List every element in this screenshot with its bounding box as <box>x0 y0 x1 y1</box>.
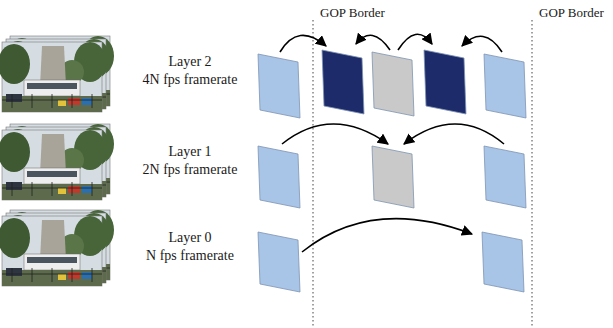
framerate-label: 4N fps framerate <box>143 72 238 88</box>
video-thumbnail-stack <box>0 36 114 112</box>
frame <box>372 146 414 208</box>
gop-border-label: GOP Border <box>320 6 385 21</box>
prediction-arrow <box>282 124 388 144</box>
frame <box>484 146 526 208</box>
video-thumbnail-stack <box>0 210 114 286</box>
prediction-arrow <box>280 35 326 52</box>
gop-border-line <box>313 20 314 328</box>
prediction-arrow <box>356 35 390 50</box>
prediction-arrow <box>302 219 472 252</box>
framerate-label: N fps framerate <box>146 248 234 264</box>
frame <box>484 54 526 118</box>
frame <box>482 232 524 292</box>
framerate-label: 2N fps framerate <box>143 162 238 178</box>
frame <box>258 232 300 292</box>
layer-name: Layer 0 <box>168 230 211 246</box>
layer-name: Layer 2 <box>168 54 211 70</box>
layer-name: Layer 1 <box>168 144 211 160</box>
gop-border-line <box>532 20 533 328</box>
frame <box>322 50 364 114</box>
prediction-arrow <box>398 34 432 50</box>
frame <box>424 50 466 114</box>
gop-border-label: GOP Border <box>539 6 604 21</box>
prediction-arrow <box>462 36 502 52</box>
frame <box>258 146 300 208</box>
frame <box>372 52 414 116</box>
prediction-arrow <box>404 124 504 144</box>
video-thumbnail-stack <box>0 124 114 200</box>
frame <box>258 54 300 118</box>
